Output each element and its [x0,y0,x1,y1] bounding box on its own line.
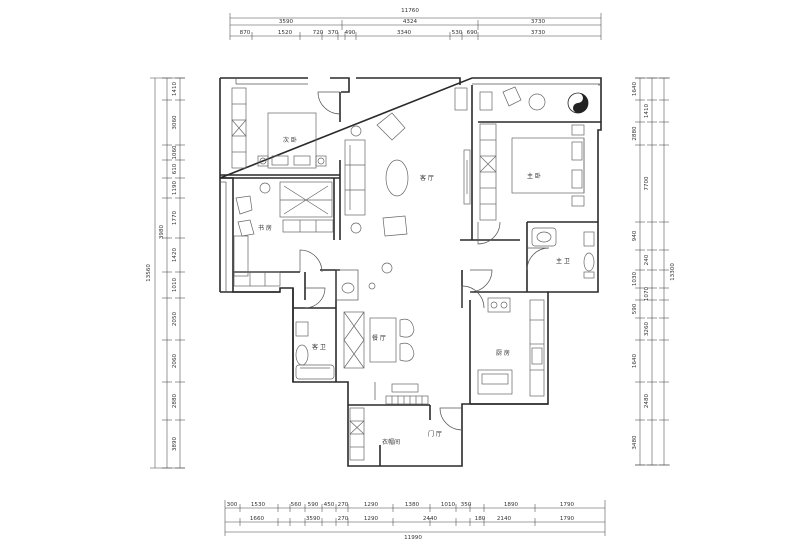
label-master: 主 卧 [527,172,541,180]
dim-bot2-0: 1660 [250,516,265,522]
label-dining: 餐 厅 [372,334,386,342]
dim-right-9: 3260 [644,321,650,336]
dim-top2-8: 3730 [531,30,546,36]
dim-left-inner-9: 2060 [172,353,178,368]
dim-top2-7: 690 [467,30,478,36]
dim-right-11: 2480 [644,393,650,408]
master-bath-fixtures [531,227,595,279]
dining-furniture [343,311,415,369]
wardrobe-bedroom-2 [231,87,247,169]
kitchen-furniture [477,297,545,397]
dimension-left: 13560 3980 1410 3060 1060 610 1190 1770 1420 10… [146,77,185,469]
dim-bot1-3: 590 [308,502,319,508]
label-study: 书 房 [258,224,272,232]
label-bath-master: 主 卫 [556,257,570,265]
dim-bot2-1: 3590 [306,516,321,522]
dim-left-inner-10: 2880 [172,393,178,408]
cloakroom-furniture [349,383,429,461]
study-furniture [233,181,334,287]
dim-top2-4: 490 [345,30,356,36]
dim-right-12: 3480 [632,435,638,450]
label-cloak: 衣帽间 [382,438,400,446]
dim-bot1-2: 560 [291,502,302,508]
room-labels: 次 卧 书 房 客 厅 主 卧 主 卫 客 卫 餐 厅 厨 房 衣帽间 门 厅 [258,136,570,446]
dim-bot1-6: 1290 [364,502,379,508]
yin-yang-icon [567,92,589,114]
dim-left-inner-5: 1770 [172,210,178,225]
label-entry: 门 厅 [428,430,442,438]
dim-top2-1: 1520 [278,30,293,36]
dim-bot1-10: 1890 [504,502,519,508]
dim-left-inner-4: 1190 [172,180,178,195]
dim-left-inner-7: 1010 [172,277,178,292]
label-bath-guest: 客 卫 [312,343,326,351]
master-furniture [479,86,589,221]
dim-bot1-9: 350 [461,502,472,508]
dim-left-inner-8: 2050 [172,311,178,326]
dim-right-4: 940 [632,230,638,241]
dim-right-6: 1030 [632,271,638,286]
dimension-top: 11760 3590 4324 3730 870 1520 720 370 49… [229,8,602,40]
dimension-right: 13300 1640 1410 2880 7700 940 240 1030 1070 590 3… [632,77,676,466]
dim-bot2-5: 180 [475,516,486,522]
exterior-wall [219,77,602,467]
dim-bot1-5: 270 [338,502,349,508]
dim-top2-2: 720 [313,30,324,36]
dim-right-7: 1070 [644,286,650,301]
dim-top-c: 3730 [531,19,546,25]
dim-bottom-total: 11990 [404,535,422,540]
dim-left-inner-3: 610 [172,163,178,174]
dim-right-5: 240 [644,254,650,265]
dim-top-a: 3590 [279,19,294,25]
dim-right-total: 13300 [670,263,676,281]
label-living: 客 厅 [420,174,434,182]
dim-left-inner-2: 1060 [172,145,178,160]
dim-bot1-4: 450 [324,502,335,508]
dim-bot2-3: 1290 [364,516,379,522]
dim-right-10: 1640 [632,353,638,368]
dimension-bottom: 300 1530 560 590 450 270 1290 1380 1010 … [224,500,606,540]
dim-bot1-0: 300 [227,502,238,508]
dim-top-total: 11760 [401,8,419,14]
walls [219,77,602,467]
dim-bot2-7: 1790 [560,516,575,522]
dim-right-2: 2880 [632,126,638,141]
dim-left-inner-11: 3890 [172,436,178,451]
dim-left-inner-1: 3060 [172,115,178,130]
dim-top2-0: 870 [240,30,251,36]
dim-bot1-1: 1530 [251,502,266,508]
label-kitchen: 厨 房 [496,349,510,357]
dim-bot2-4: 2440 [423,516,438,522]
furniture [231,86,595,461]
dim-bot2-2: 270 [338,516,349,522]
dim-right-8: 590 [632,303,638,314]
dim-right-3: 7700 [644,176,650,191]
dim-top2-6: 530 [452,30,463,36]
dim-bot1-7: 1380 [405,502,420,508]
dim-top-b: 4324 [403,19,418,25]
dim-left-total: 13560 [146,264,152,282]
dim-top2-5: 3340 [397,30,412,36]
bed-bedroom-2 [257,112,327,169]
dim-bot1-11: 1790 [560,502,575,508]
dim-right-1: 1410 [644,103,650,118]
dim-left-outer-0: 3980 [159,224,165,239]
label-bedroom-2: 次 卧 [283,136,297,144]
guest-bath-fixtures [295,282,355,380]
dim-top2-3: 370 [328,30,339,36]
dim-bot1-8: 1010 [441,502,456,508]
dim-left-inner-0: 1410 [172,81,178,96]
dim-bot2-6: 2140 [497,516,512,522]
doors [299,91,550,431]
dim-left-inner-6: 1420 [172,247,178,262]
dim-right-0: 1640 [632,81,638,96]
living-furniture [344,87,471,290]
